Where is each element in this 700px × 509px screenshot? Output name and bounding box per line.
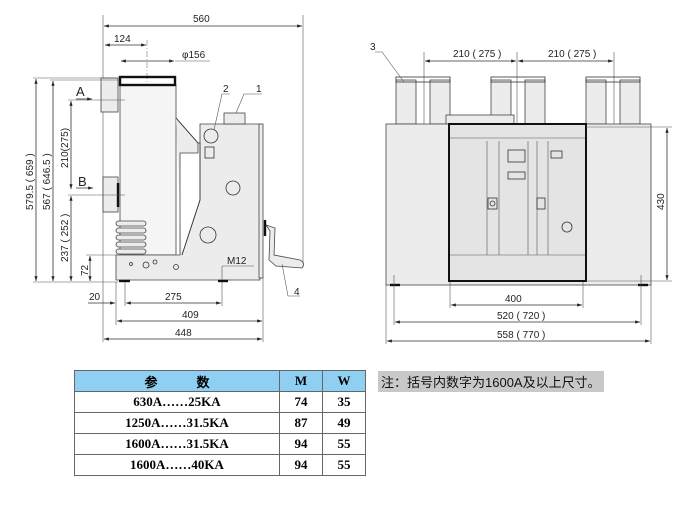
cell-params: 630A……25KA <box>74 391 280 413</box>
cell-m: 74 <box>279 391 323 413</box>
cell-m: 94 <box>279 454 323 476</box>
dim-409: 409 <box>182 310 199 321</box>
cell-params: 1600A……31.5KA <box>74 433 280 455</box>
dim-520: 520 ( 720 ) <box>497 311 545 322</box>
cell-params: 1250A……31.5KA <box>74 412 280 434</box>
label-m12: M12 <box>227 256 247 267</box>
dim-237: 237 ( 252 ) <box>60 214 71 262</box>
dim-558: 558 ( 770 ) <box>497 330 545 341</box>
dim-275: 275 <box>165 292 182 303</box>
header-params: 参 数 <box>74 370 280 392</box>
dim-20: 20 <box>89 292 101 303</box>
label-b: B <box>78 174 87 189</box>
crank-socket[interactable] <box>561 221 573 233</box>
cell-m: 94 <box>279 433 323 455</box>
dim-567: 567 ( 646.5 ) <box>42 153 53 210</box>
label-a: A <box>76 84 85 99</box>
dim-pitch-1: 210 ( 275 ) <box>453 49 501 60</box>
header-w: W <box>322 370 366 392</box>
cell-w: 49 <box>322 412 366 434</box>
header-m: M <box>279 370 323 392</box>
cell-w: 55 <box>322 433 366 455</box>
cell-w: 55 <box>322 454 366 476</box>
dim-124: 124 <box>114 34 131 45</box>
callout-1: 1 <box>256 84 262 95</box>
crank-handle[interactable] <box>265 224 304 269</box>
dim-72: 72 <box>80 264 91 276</box>
dim-579-5: 579.5 ( 659 ) <box>25 153 36 210</box>
dim-diameter: φ156 <box>182 50 206 61</box>
dim-430: 430 <box>656 193 667 210</box>
callout-3: 3 <box>370 42 376 53</box>
cell-w: 35 <box>322 391 366 413</box>
dim-560: 560 <box>193 14 210 25</box>
side-view: 560 124 φ156 579.5 ( 659 ) 567 ( 646.5 )… <box>25 14 304 342</box>
table-header-row: 参 数 M W <box>74 370 366 392</box>
dim-210: 210(275) <box>60 128 71 168</box>
cell-m: 87 <box>279 412 323 434</box>
front-view: 210 ( 275 ) 210 ( 275 ) 430 400 520 ( 72… <box>370 42 672 344</box>
bellows <box>115 220 147 255</box>
dim-448: 448 <box>175 328 192 339</box>
dim-400: 400 <box>505 294 522 305</box>
cell-params: 1600A……40KA <box>74 454 280 476</box>
bushings <box>395 76 641 125</box>
callout-2: 2 <box>223 84 229 95</box>
dim-pitch-2: 210 ( 275 ) <box>548 49 596 60</box>
dimension-note: 注：括号内数字为1600A及以上尺寸。 <box>378 371 604 392</box>
callout-4: 4 <box>294 287 300 298</box>
